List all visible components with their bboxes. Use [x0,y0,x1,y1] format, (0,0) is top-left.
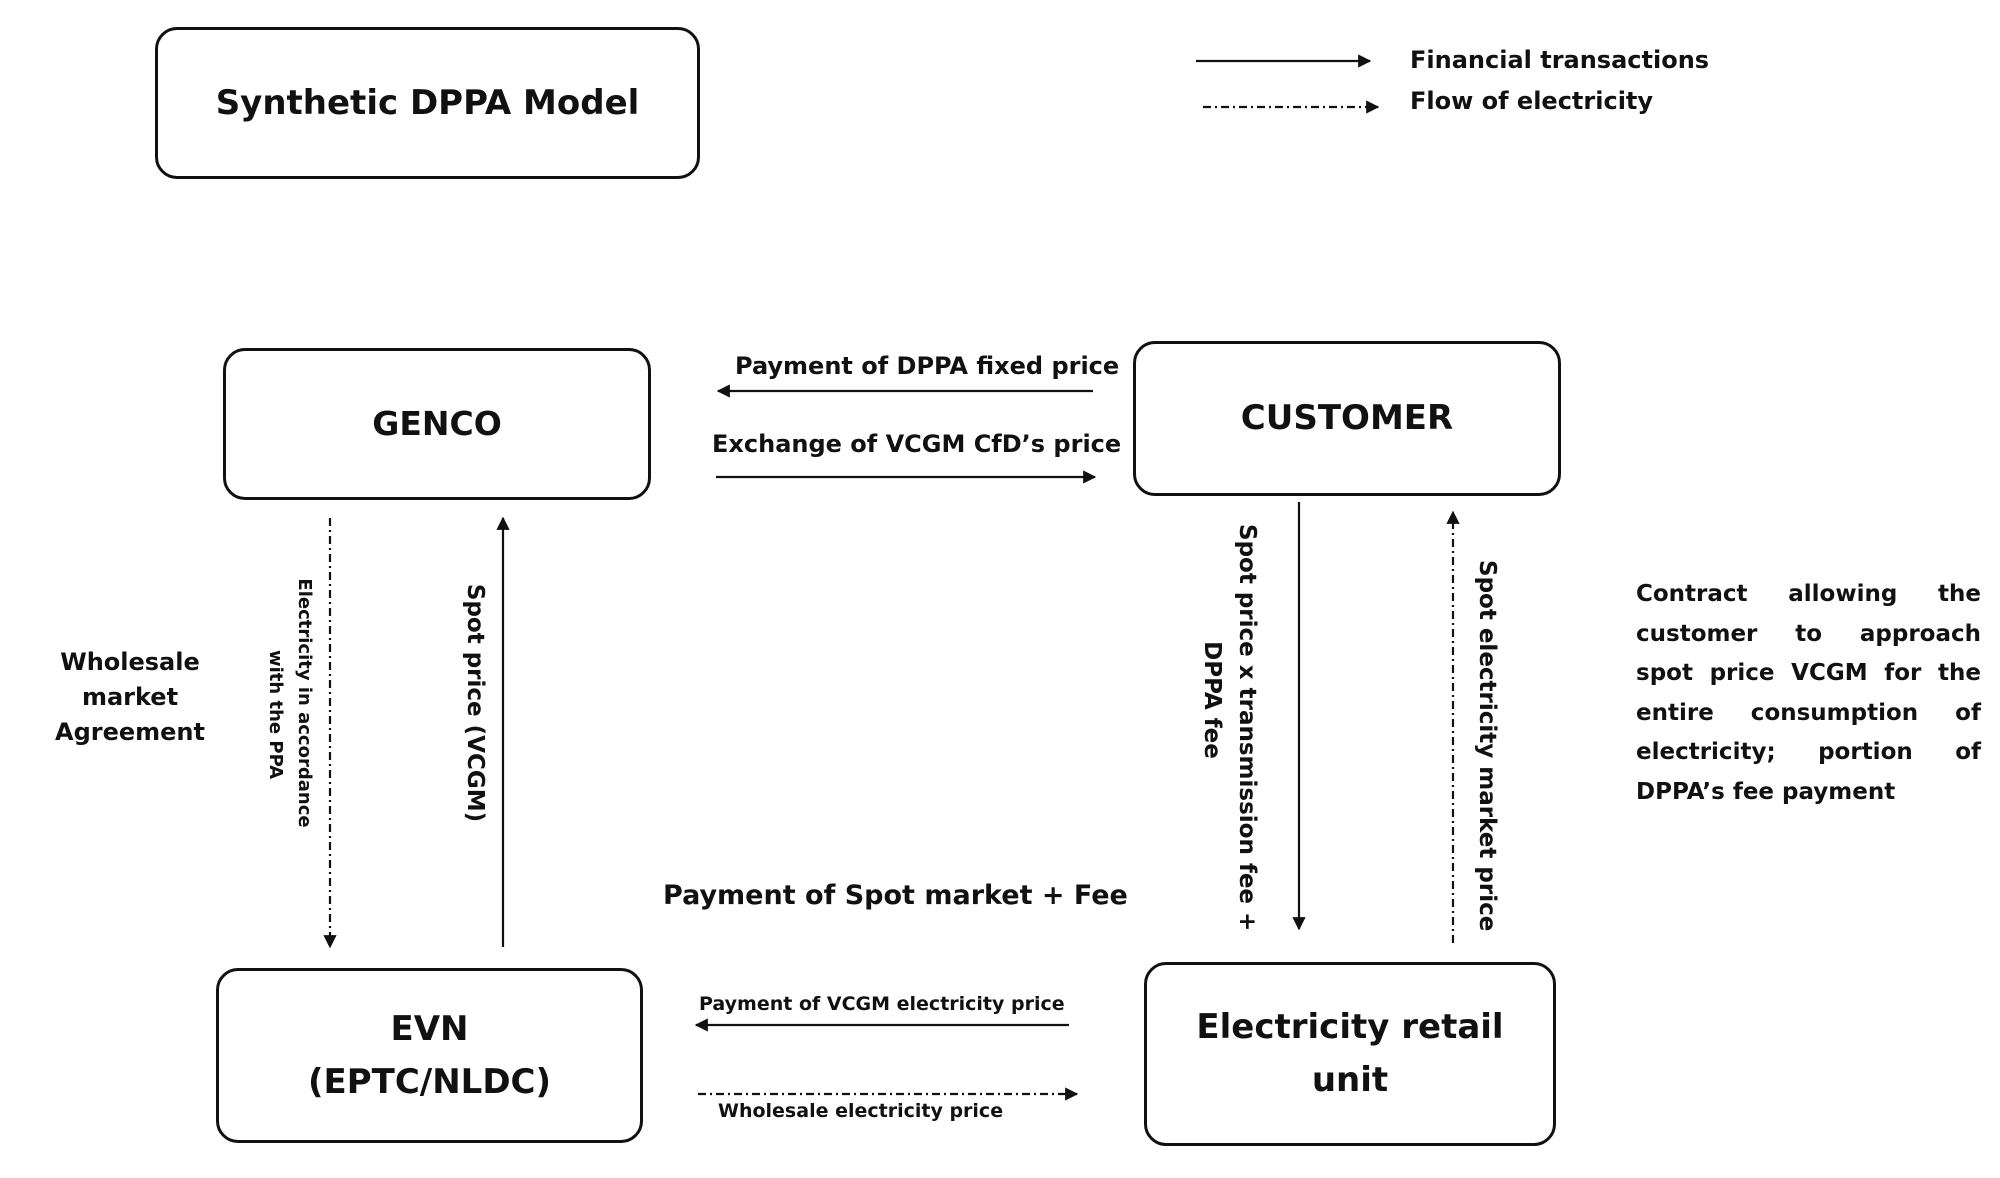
evn-box: EVN (EPTC/NLDC) [216,968,643,1143]
label-spot-market-fee: Payment of Spot market + Fee [663,880,1128,911]
label-wholesale-agreement: Wholesale market Agreement [55,648,205,746]
genco-box: GENCO [223,348,651,500]
label-electricity-ppa-line2: with the PPA [265,650,286,780]
label-dppa-fixed-price: Payment of DPPA fixed price [735,352,1120,380]
title-box: Synthetic DPPA Model [155,27,700,179]
genco-label: GENCO [372,404,502,444]
evn-label: EVN (EPTC/NLDC) [307,1008,552,1102]
customer-box: CUSTOMER [1133,341,1561,496]
legend-electricity-label: Flow of electricity [1410,87,1654,115]
retail-unit-label: Electricity retail unit [1196,1007,1504,1100]
contract-note: Contract allowing the customer to approa… [1636,581,1981,805]
legend-financial-label: Financial transactions [1410,46,1710,74]
label-spot-tx-fee-line2: DPPA fee [1199,641,1225,759]
label-spot-tx-fee-line1: Spot price x transmission fee + [1234,524,1260,932]
label-vcgm-payment: Payment of VCGM electricity price [699,993,1065,1015]
label-spot-market-price: Spot electricity market price [1474,560,1500,932]
retail-unit-box: Electricity retail unit [1144,962,1556,1146]
label-spot-price-vcgm: Spot price (VCGM) [462,583,488,823]
label-electricity-ppa-line1: Electricity in accordance [294,578,315,828]
page-title: Synthetic DPPA Model [215,82,640,123]
label-wholesale-price: Wholesale electricity price [718,1100,1004,1122]
customer-label: CUSTOMER [1240,398,1454,439]
label-cfd-exchange: Exchange of VCGM CfD’s price [712,430,1122,458]
